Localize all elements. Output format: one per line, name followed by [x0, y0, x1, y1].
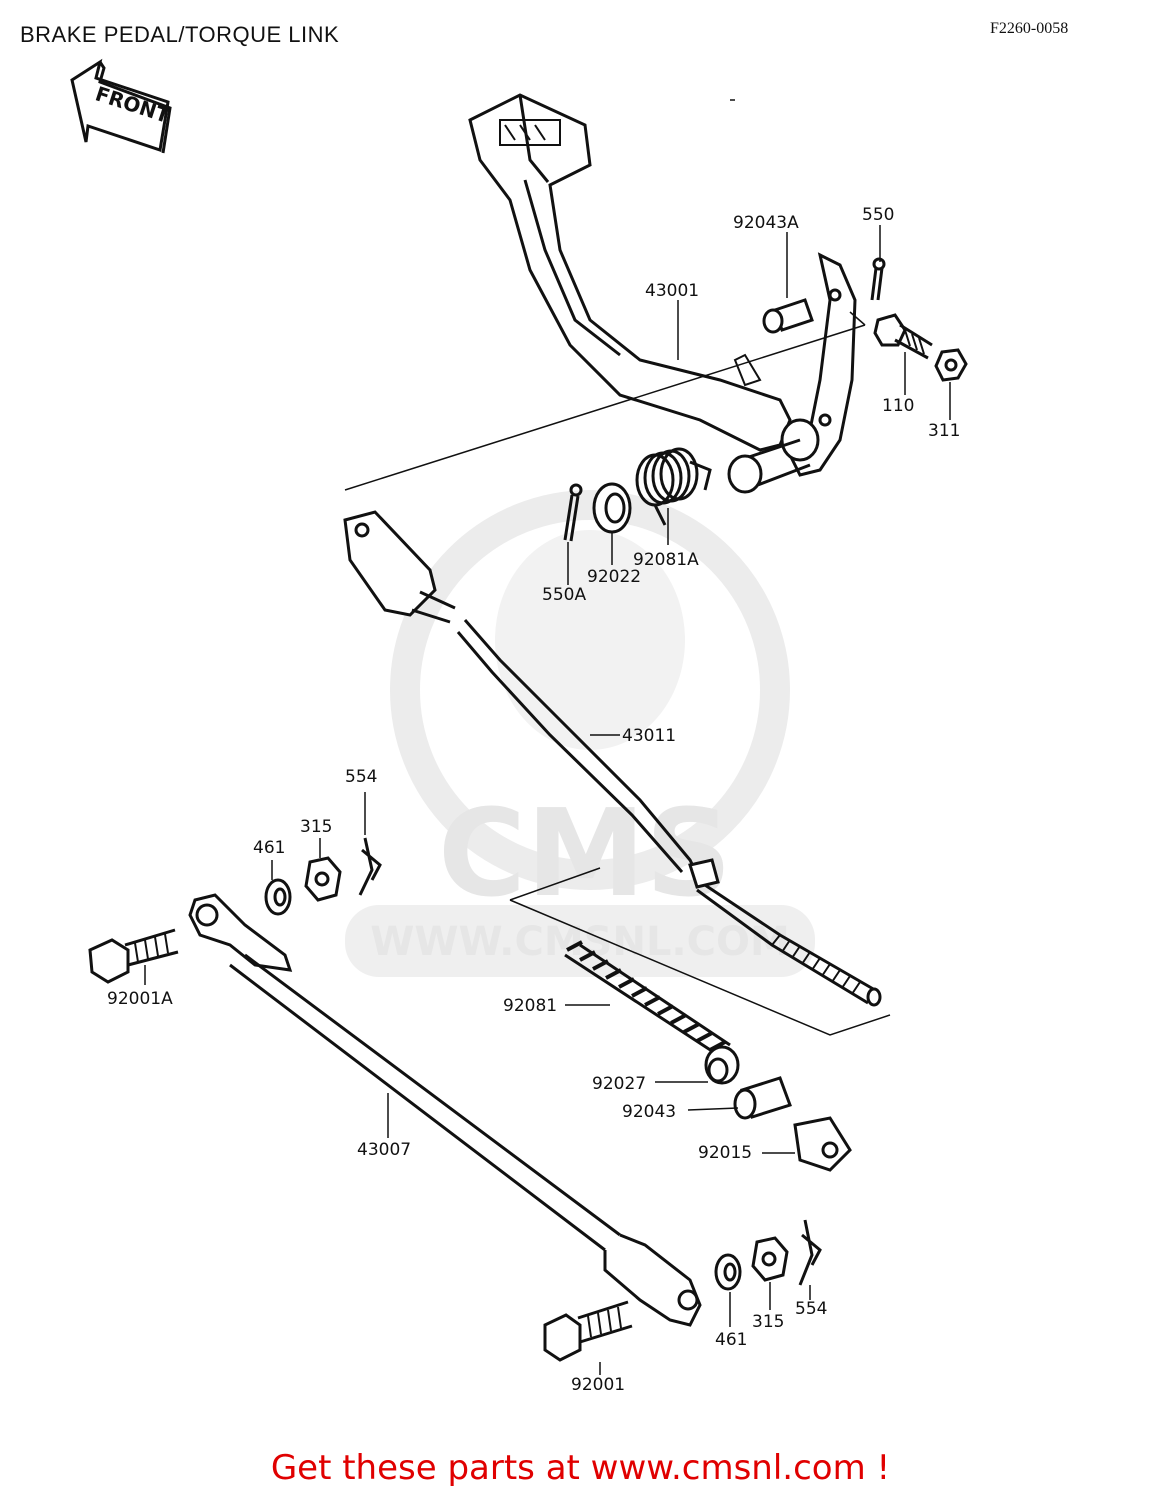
cotter-pin-550A [563, 483, 583, 542]
label-43001: 43001 [645, 281, 699, 301]
leader-lines [144, 225, 951, 1375]
label-43007: 43007 [357, 1140, 411, 1160]
nut-315-top [304, 856, 342, 902]
nut-311 [934, 348, 968, 382]
bolt-92001A [88, 928, 179, 984]
label-92015: 92015 [698, 1143, 752, 1163]
label-315-top: 315 [300, 817, 332, 837]
spring-pin-554-bottom [798, 1219, 822, 1286]
footer-link-text[interactable]: Get these parts at www.cmsnl.com ! [270, 1448, 891, 1488]
label-461-bottom: 461 [715, 1330, 747, 1350]
spring-pin-554-top [358, 837, 382, 896]
assembly-guide-lines [344, 99, 891, 1036]
brake-pedal [468, 93, 857, 494]
brake-rod-43011 [343, 510, 882, 1007]
cotter-pin-550 [870, 257, 886, 301]
label-315-bottom: 315 [752, 1312, 784, 1332]
page-title: BRAKE PEDAL/TORQUE LINK [20, 22, 340, 47]
label-92081: 92081 [503, 996, 557, 1016]
label-92081A: 92081A [633, 550, 699, 570]
front-arrow-icon: FRONT [70, 58, 173, 154]
diagram-code: F2260-0058 [990, 20, 1069, 37]
part-labels: 550 92043A 43001 110 311 92081A 92022 55… [107, 205, 960, 1395]
label-92043: 92043 [622, 1102, 676, 1122]
label-92027: 92027 [592, 1074, 646, 1094]
parts-diagram: CMS WWW.CMSNL.COM FRONT [70, 58, 968, 1395]
label-461-top: 461 [253, 838, 285, 858]
collar-92027 [704, 1045, 740, 1085]
torque-link-43007 [188, 893, 702, 1327]
label-550: 550 [862, 205, 894, 225]
watermark-brand: CMS [438, 785, 732, 924]
washer-92022 [592, 482, 632, 534]
washer-461-top [264, 878, 292, 916]
label-550A: 550A [542, 585, 586, 605]
label-92022: 92022 [587, 567, 641, 587]
label-92001A: 92001A [107, 989, 173, 1009]
bolt-110 [873, 313, 933, 360]
label-43011: 43011 [622, 726, 676, 746]
label-110: 110 [882, 396, 914, 416]
bolt-92001 [543, 1300, 633, 1362]
label-92001: 92001 [571, 1375, 625, 1395]
label-554-bottom: 554 [795, 1299, 827, 1319]
nut-92015 [793, 1116, 852, 1172]
label-311: 311 [928, 421, 960, 441]
spring-92081 [564, 940, 731, 1057]
nut-315-bottom [751, 1236, 789, 1282]
spring-92081A [635, 447, 712, 526]
label-92043A: 92043A [733, 213, 799, 233]
label-554-top: 554 [345, 767, 377, 787]
pin-92043 [733, 1076, 792, 1120]
washer-461-bottom [714, 1253, 742, 1291]
pin-92043A [762, 298, 814, 334]
